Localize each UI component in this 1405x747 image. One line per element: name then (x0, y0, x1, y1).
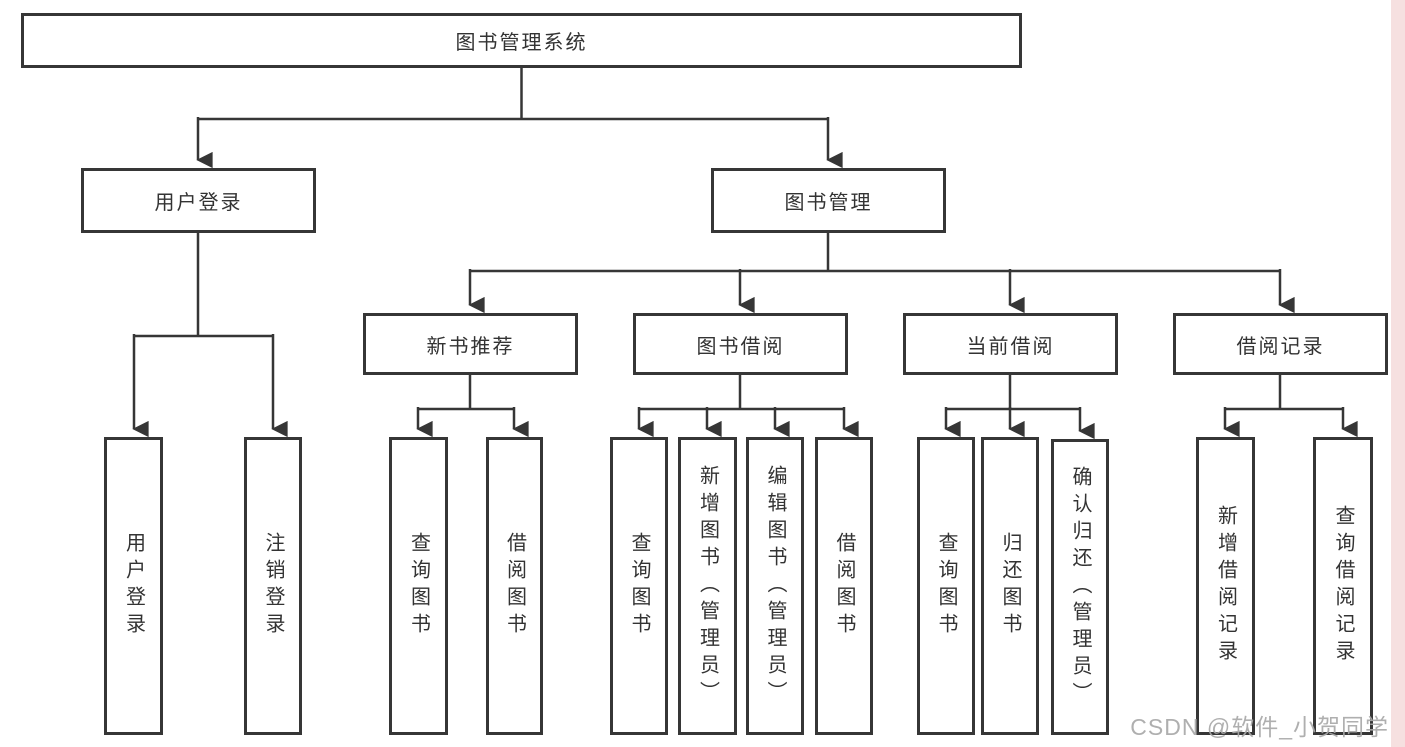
node-user-login: 用户登录 (81, 168, 316, 233)
leaf-borrow-books: 借阅图书 (815, 437, 873, 735)
leaf-query-books-borrow: 查询图书 (610, 437, 668, 735)
leaf-edit-book-admin: 编辑图书（管理员） (746, 437, 804, 735)
right-edge-highlight-band (1391, 0, 1405, 747)
csdn-watermark: CSDN @软件_小贺同学 (1130, 714, 1389, 740)
leaf-query-books-recommend: 查询图书 (389, 437, 448, 735)
node-book-management: 图书管理 (711, 168, 946, 233)
node-borrowing-records: 借阅记录 (1173, 313, 1388, 375)
node-new-book-recommend: 新书推荐 (363, 313, 578, 375)
leaf-user-login: 用户登录 (104, 437, 163, 735)
leaf-confirm-return-admin: 确认归还（管理员） (1051, 439, 1109, 735)
node-library-management-system: 图书管理系统 (21, 13, 1022, 68)
leaf-return-books: 归还图书 (981, 437, 1039, 735)
leaf-query-books-current: 查询图书 (917, 437, 975, 735)
node-book-borrowing: 图书借阅 (633, 313, 848, 375)
leaf-borrow-books-recommend: 借阅图书 (486, 437, 543, 735)
leaf-add-book-admin: 新增图书（管理员） (678, 437, 737, 735)
leaf-query-borrow-record: 查询借阅记录 (1313, 437, 1373, 735)
node-current-borrowing: 当前借阅 (903, 313, 1118, 375)
leaf-add-borrow-record: 新增借阅记录 (1196, 437, 1255, 735)
leaf-logout: 注销登录 (244, 437, 302, 735)
